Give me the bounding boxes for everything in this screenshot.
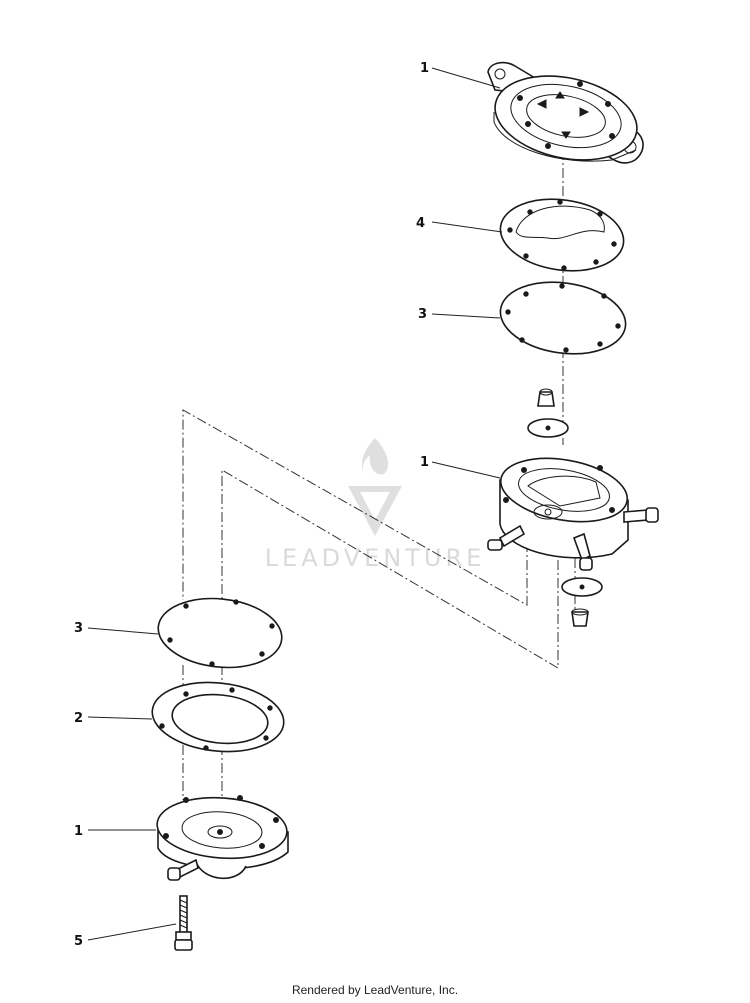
callout-part-1-middle: 1 xyxy=(420,455,429,470)
pump-body-part xyxy=(487,457,659,571)
callout-part-1-top: 1 xyxy=(420,61,429,76)
valve-gasket-part xyxy=(499,198,625,272)
pump-base-part xyxy=(156,795,289,881)
callout-part-4: 4 xyxy=(416,216,425,231)
callout-part-2: 2 xyxy=(74,711,83,726)
lower-diaphragm-part xyxy=(157,597,283,669)
callouts: 1 4 3 1 3 2 1 5 xyxy=(74,61,429,949)
render-credit: Rendered by LeadVenture, Inc. xyxy=(291,983,459,997)
leader-lines xyxy=(87,67,503,941)
ring-gasket-part xyxy=(151,681,285,753)
check-valve-plug xyxy=(527,388,569,438)
watermark-brand: LEADVENTURE xyxy=(265,544,486,572)
upper-diaphragm-part xyxy=(499,281,627,355)
callout-part-1-bottom: 1 xyxy=(74,824,83,839)
lower-check-valve xyxy=(561,577,603,627)
callout-part-3-upper: 3 xyxy=(418,307,427,322)
callout-part-3-lower: 3 xyxy=(74,621,83,636)
flame-icon xyxy=(361,438,389,478)
v-logo-icon xyxy=(348,486,402,536)
top-cover-part xyxy=(487,61,644,164)
watermark: LEADVENTURE xyxy=(265,438,486,572)
callout-part-5: 5 xyxy=(74,934,83,949)
screw-part xyxy=(174,895,193,951)
